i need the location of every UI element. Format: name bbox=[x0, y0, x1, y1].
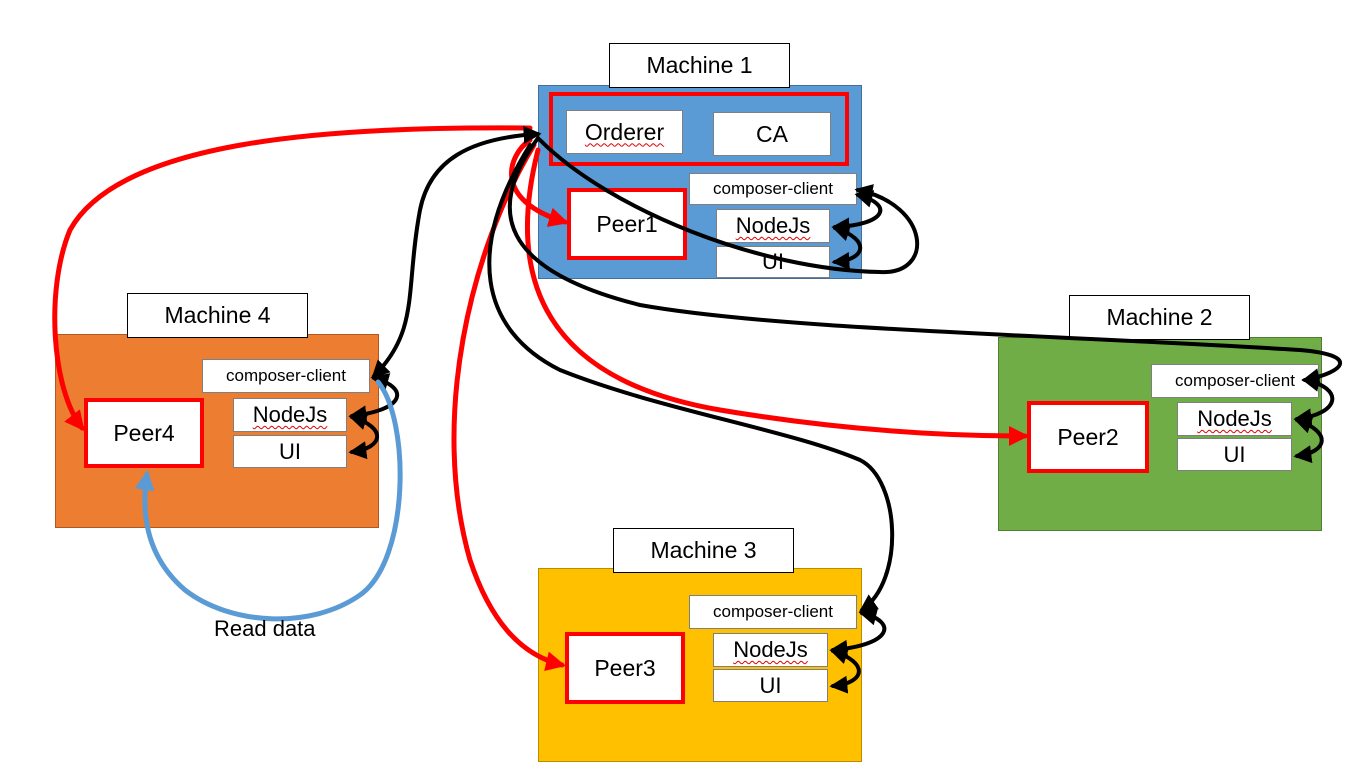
arrow-client1-to-orderer bbox=[538, 138, 920, 275]
arrow-client1-nodejs1 bbox=[831, 190, 883, 236]
nodejs-4: NodeJs bbox=[233, 398, 347, 432]
arrow-read-data bbox=[134, 379, 403, 622]
peer2-node: Peer2 bbox=[1027, 401, 1149, 473]
ca-node: CA bbox=[713, 112, 831, 156]
machine-1-title: Machine 1 bbox=[609, 43, 790, 88]
arrow-nodejs4-ui4 bbox=[348, 412, 380, 460]
composer-client-2: composer-client bbox=[1151, 364, 1319, 398]
arrow-orderer-to-peer3 bbox=[451, 142, 566, 672]
nodejs-3: NodeJs bbox=[713, 633, 828, 667]
read-data-label: Read data bbox=[214, 616, 316, 641]
arrow-orderer-to-client2 bbox=[507, 136, 1342, 386]
arrow-orderer-to-client3 bbox=[487, 143, 895, 613]
ui-4: UI bbox=[233, 435, 347, 468]
machine-4-title: Machine 4 bbox=[127, 293, 308, 338]
ui-2: UI bbox=[1177, 438, 1292, 471]
arrow-nodejs1-ui1 bbox=[831, 223, 863, 271]
nodejs-2: NodeJs bbox=[1177, 402, 1292, 436]
arrow-client2-nodejs2 bbox=[1293, 374, 1335, 427]
arrow-nodejs2-ui2 bbox=[1293, 416, 1324, 464]
composer-client-4: composer-client bbox=[202, 359, 370, 393]
nodejs-1: NodeJs bbox=[716, 209, 830, 243]
orderer-node: Orderer bbox=[566, 110, 683, 154]
machine-2-title: Machine 2 bbox=[1069, 295, 1250, 340]
peer3-node: Peer3 bbox=[565, 632, 685, 704]
arrow-client4-to-orderer bbox=[371, 125, 542, 379]
ui-3: UI bbox=[713, 669, 828, 702]
peer4-node: Peer4 bbox=[84, 398, 204, 468]
orderer-ca-group bbox=[549, 92, 849, 166]
composer-client-1: composer-client bbox=[689, 173, 857, 205]
arrow-client3-nodejs3 bbox=[829, 607, 887, 658]
arrow-nodejs3-ui3 bbox=[829, 646, 861, 694]
composer-client-3: composer-client bbox=[689, 595, 857, 629]
machine-3-title: Machine 3 bbox=[613, 528, 794, 573]
